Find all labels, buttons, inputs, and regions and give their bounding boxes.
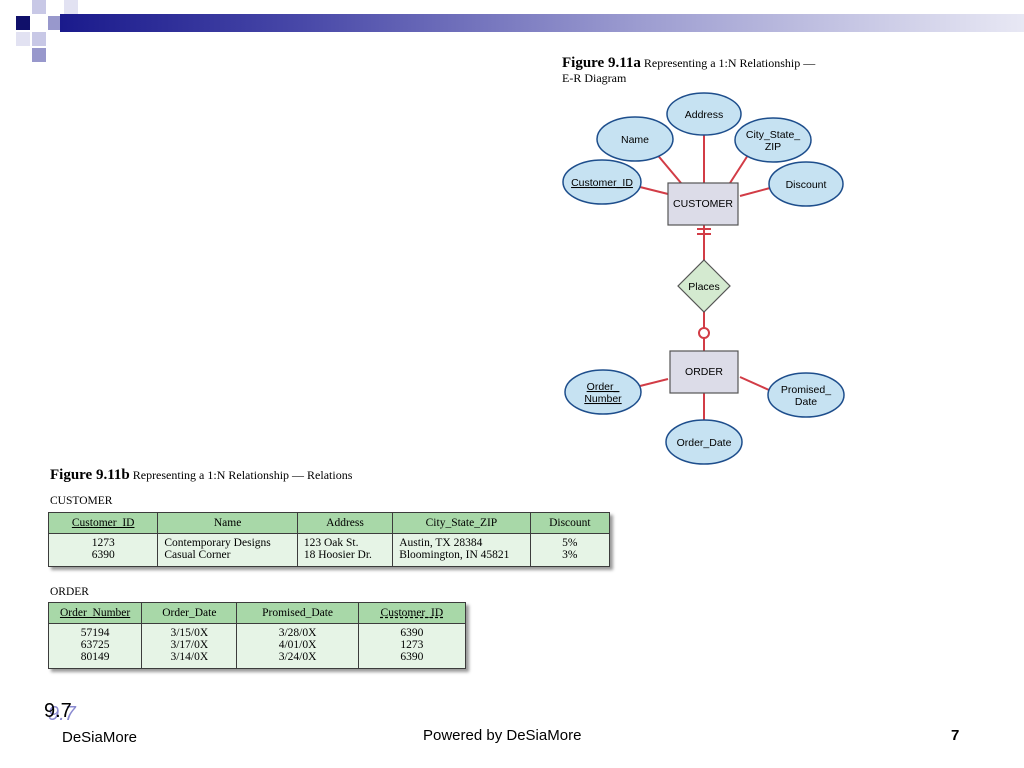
relationship-places: Places xyxy=(677,259,731,313)
table-header-row: Order_Number Order_Date Promised_Date Cu… xyxy=(47,602,467,624)
attribute-discount-label: Discount xyxy=(786,179,827,191)
table-cell: 18 Hoosier Dr. xyxy=(303,549,372,561)
order-relation-table: Order_Number Order_Date Promised_Date Cu… xyxy=(47,602,467,669)
table-cell: 1273 xyxy=(400,639,424,651)
slide-section-label: 9.7 9.7 xyxy=(44,700,104,728)
table-cell: 3/14/0X xyxy=(170,651,209,663)
figure-b-title: Figure 9.11b Representing a 1:N Relation… xyxy=(50,468,470,483)
table-cell: 4/01/0X xyxy=(278,639,317,651)
header-decoration xyxy=(0,0,1024,62)
footer-center: Powered by DeSiaMore xyxy=(423,727,582,744)
table-cell: Contemporary Designs xyxy=(164,537,271,549)
figure-a-caption-line1: Representing a 1:N Relationship — xyxy=(643,56,816,70)
column-header: Discount xyxy=(529,512,611,534)
table-cell: 6390 xyxy=(400,627,424,639)
table-cell: 3/28/0X xyxy=(278,627,317,639)
attribute-address-label: Address xyxy=(685,109,724,121)
er-diagram: Customer_ID Name Address City_State_ ZIP… xyxy=(562,92,845,465)
table-cell: 5% xyxy=(562,537,578,549)
page-number: 7 xyxy=(951,727,960,744)
figure-b-caption: Representing a 1:N Relationship — Relati… xyxy=(132,468,353,482)
attribute-address: Address xyxy=(666,92,742,136)
table-cell: Austin, TX 28384 xyxy=(399,537,483,549)
figure-a-label: Figure 9.11a xyxy=(562,55,641,71)
header-square-pale xyxy=(64,0,78,14)
column-header: Customer_ID xyxy=(47,512,159,534)
header-square-light xyxy=(32,32,46,46)
table-cell: 63725 xyxy=(80,639,110,651)
table-cell: 3% xyxy=(562,549,578,561)
column-header: Promised_Date xyxy=(236,602,359,624)
customer-attribute-connectors xyxy=(639,134,771,420)
attribute-order-number-label-2: Number xyxy=(584,393,622,405)
footer-left: DeSiaMore xyxy=(62,729,138,746)
attribute-name: Name xyxy=(596,116,674,162)
table-cell: 3/24/0X xyxy=(278,651,317,663)
slide-section-label-shadow: 9.7 xyxy=(48,703,76,725)
table-header-row: Customer_ID Name Address City_State_ZIP … xyxy=(47,512,611,534)
attribute-name-label: Name xyxy=(621,134,649,146)
entity-customer-label: CUSTOMER xyxy=(673,198,733,210)
table-cell: 6390 xyxy=(400,651,424,663)
column-header: Order_Number xyxy=(47,602,143,624)
entity-customer: CUSTOMER xyxy=(667,182,739,226)
header-square-dark xyxy=(16,16,30,30)
figure-b-label: Figure 9.11b xyxy=(50,467,130,483)
column-header: City_State_ZIP xyxy=(392,512,531,534)
table-cell: Casual Corner xyxy=(164,549,231,561)
header-square-light xyxy=(32,0,46,14)
header-square-mid xyxy=(48,16,62,30)
table-cell: 1273 xyxy=(91,537,115,549)
header-square-pale xyxy=(16,32,30,46)
attribute-city-state-zip-label-1: City_State_ xyxy=(746,129,800,141)
attribute-promised-date-label-1: Promised_ xyxy=(781,384,831,396)
relationship-places-label: Places xyxy=(688,281,720,293)
attribute-customer-id-label: Customer_ID xyxy=(571,177,633,189)
order-relation-name: ORDER xyxy=(50,586,89,598)
attribute-order-number: Order_ Number xyxy=(564,369,642,415)
table-cell: 80149 xyxy=(80,651,110,663)
header-square-mid xyxy=(32,48,46,62)
slide-section-label-text: 9.7 xyxy=(44,700,72,722)
figure-a-title: Figure 9.11a Representing a 1:N Relation… xyxy=(562,56,862,86)
table-cell: 57194 xyxy=(80,627,110,639)
attribute-city-state-zip-label-2: ZIP xyxy=(765,141,781,153)
column-header: Address xyxy=(296,512,394,534)
table-cell-column: 5%3% xyxy=(529,533,611,567)
column-header: Name xyxy=(157,512,298,534)
table-cell: 3/17/0X xyxy=(170,639,209,651)
attribute-order-date-label: Order_Date xyxy=(677,437,732,449)
entity-order: ORDER xyxy=(669,350,739,394)
attribute-order-date: Order_Date xyxy=(665,419,743,465)
entity-order-label: ORDER xyxy=(685,366,723,378)
table-cell: 6390 xyxy=(91,549,115,561)
header-gradient-bar xyxy=(60,14,1024,32)
attribute-promised-date-label-2: Date xyxy=(795,396,817,408)
table-cell-column: 123 Oak St.18 Hoosier Dr. xyxy=(296,533,394,567)
table-cell: 3/15/0X xyxy=(170,627,209,639)
table-cell: 123 Oak St. xyxy=(303,537,359,549)
column-header: Order_Date xyxy=(141,602,238,624)
customer-relation-name: CUSTOMER xyxy=(50,495,113,507)
attribute-customer-id: Customer_ID xyxy=(562,159,642,205)
attribute-city-state-zip: City_State_ ZIP xyxy=(734,117,812,163)
column-header: Customer_ID xyxy=(357,602,467,624)
attribute-order-number-label-1: Order_ xyxy=(587,381,620,393)
figure-a-caption-line2: E-R Diagram xyxy=(562,71,627,85)
table-cell: Bloomington, IN 45821 xyxy=(399,549,510,561)
attribute-discount: Discount xyxy=(768,161,844,207)
customer-relation-table: Customer_ID Name Address City_State_ZIP … xyxy=(47,512,611,567)
attribute-promised-date: Promised_ Date xyxy=(767,372,845,418)
